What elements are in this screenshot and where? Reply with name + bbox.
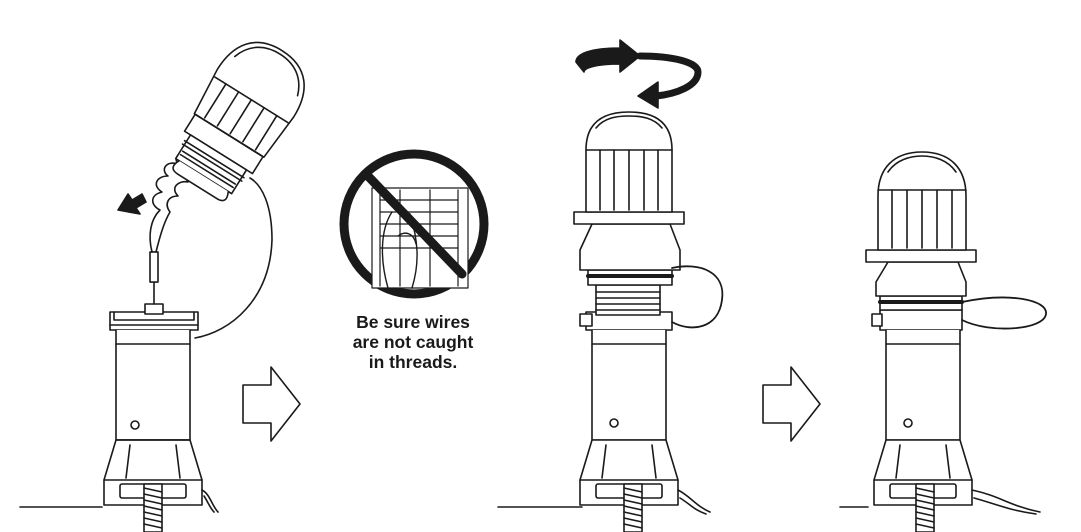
warning-line-1: Be sure wires bbox=[356, 312, 470, 332]
threaded-stud-3 bbox=[915, 483, 935, 532]
rotate-clockwise-arrow-icon bbox=[575, 39, 702, 109]
mount-base-1 bbox=[19, 303, 219, 532]
threaded-stud-2 bbox=[623, 483, 643, 532]
warning-line-3: in threads. bbox=[368, 352, 458, 372]
beacon-light-tilted bbox=[172, 41, 305, 202]
right-outline-arrow-icon bbox=[762, 366, 821, 442]
mount-base-3 bbox=[839, 309, 1041, 532]
warning-line-2: are not caught bbox=[352, 332, 474, 352]
beacon-light-2 bbox=[573, 111, 724, 329]
threaded-stud-1 bbox=[143, 483, 163, 532]
wire-warning-text: Be sure wires are not caught in threads. bbox=[318, 312, 508, 372]
filled-direction-arrow-icon bbox=[117, 193, 147, 215]
prohibition-sign-icon bbox=[339, 149, 489, 299]
beacon-light-3 bbox=[865, 151, 1047, 330]
right-outline-arrow-icon bbox=[242, 366, 301, 442]
mount-base-2 bbox=[497, 311, 711, 532]
